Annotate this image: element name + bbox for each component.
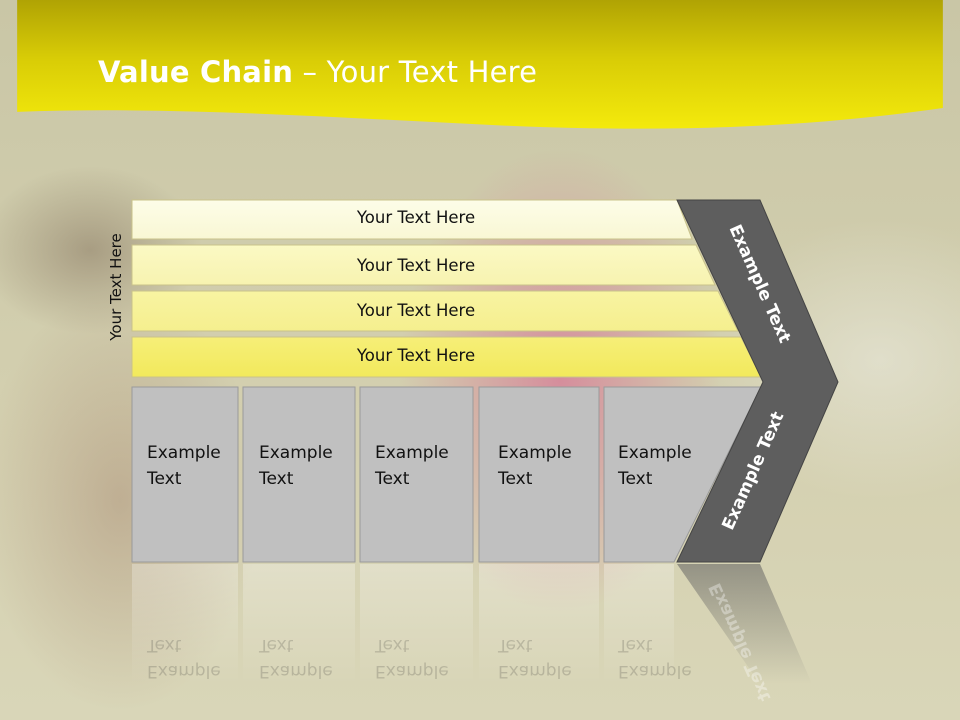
row-bar-1 [131,199,693,240]
row-label-1: Your Text Here [356,208,476,227]
margin-chevron [676,199,839,563]
activity-box-5 [603,386,762,563]
row-label-3: Your Text Here [356,301,476,320]
slide-title: Value Chain – Your Text Here [98,55,538,89]
activity-box-3 [359,386,474,563]
activity-box-1 [131,386,239,563]
row-bar-3 [131,290,739,332]
row-bar-2 [131,244,716,286]
row-label-4: Your Text Here [356,346,476,365]
activity-box-2 [242,386,356,563]
header-band [17,0,943,129]
row-label-2: Your Text Here [356,256,476,275]
activity-box-4 [478,386,600,563]
